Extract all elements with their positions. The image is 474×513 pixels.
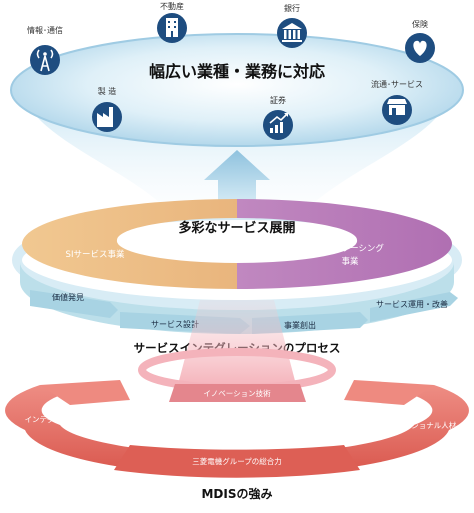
outsourcing-label-line2: 事業 [341, 256, 359, 267]
building-icon [166, 18, 178, 37]
strength-group: 三菱電機グループの総合力 [192, 456, 282, 466]
innovation-label: イノベーション技術 [203, 388, 271, 398]
industry-info-comm: 情報･通信 [27, 25, 63, 75]
industry-manufacturing: 製 造 [92, 86, 122, 132]
heart-icon [413, 40, 427, 56]
strength-professional: プロフェッショナル人材 [374, 420, 457, 430]
process-step-label: 価値発見 [52, 292, 84, 302]
service-title: 多彩なサービス展開 [178, 220, 295, 236]
industry-retail-service: 流通･サービス [371, 79, 423, 125]
antenna-icon [36, 49, 54, 72]
industry-bank: 銀行 [277, 3, 307, 48]
industry-label: 製 造 [98, 86, 117, 96]
growth-chart-icon [269, 113, 288, 133]
strength-title: MDISの強み [201, 486, 272, 501]
upward-arrow-icon [204, 150, 270, 205]
strength-integration: インテグレーション力 [25, 414, 100, 424]
process-step-label: サービス設計 [151, 319, 199, 329]
strength-ring-bottom [114, 445, 360, 478]
industry-insurance: 保険 [405, 19, 435, 63]
si-service-band [22, 199, 237, 289]
process-step-4: サービス運用・改善 [370, 292, 458, 322]
process-step-label: 事業創出 [284, 320, 316, 330]
factory-icon [97, 107, 113, 127]
industry-securities: 証券 [263, 95, 293, 140]
industry-label: 流通･サービス [371, 79, 423, 89]
industry-label: 証券 [270, 95, 286, 105]
industry-label: 銀行 [284, 3, 300, 13]
si-service-label: SIサービス事業 [66, 249, 125, 260]
industry-label: 情報･通信 [27, 25, 63, 35]
strength-ring-top-right [344, 380, 434, 405]
innovation-band [169, 384, 306, 402]
industry-label: 保険 [412, 19, 428, 29]
industries-title: 幅広い業種・業務に対応 [149, 62, 325, 81]
bank-icon [282, 23, 302, 42]
outsourcing-band [237, 199, 452, 289]
industry-ellipse [10, 33, 464, 147]
outsourcing-label-line1: アウトソーシング [316, 243, 384, 254]
strength-ring-top-left [40, 380, 130, 405]
process-step-1: 価値発見 [30, 290, 118, 318]
industry-label: 不動産 [160, 1, 184, 11]
industry-real-estate: 不動産 [157, 1, 187, 43]
store-icon [387, 99, 407, 115]
process-step-label: サービス運用・改善 [376, 299, 448, 309]
